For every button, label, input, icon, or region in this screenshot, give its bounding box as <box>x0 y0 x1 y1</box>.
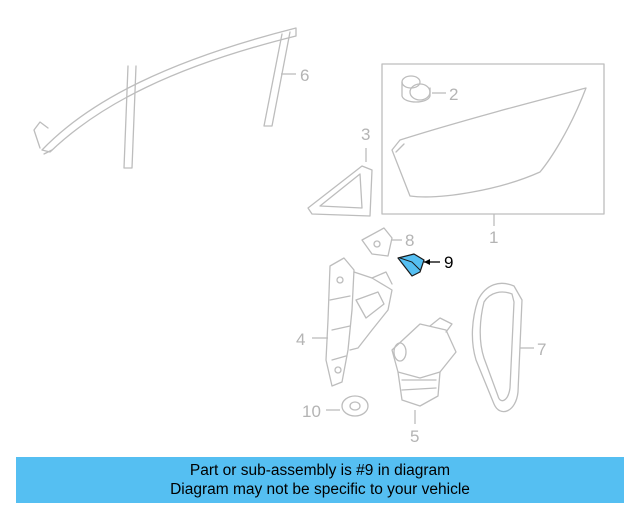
part-3-quarter-glass[interactable] <box>307 165 373 217</box>
callout-2[interactable]: 2 <box>449 85 458 104</box>
callout-7[interactable]: 7 <box>537 340 546 359</box>
info-banner: Part or sub-assembly is #9 in diagram Di… <box>16 457 624 503</box>
part-6-door-frame-molding[interactable] <box>33 27 297 169</box>
callout-6[interactable]: 6 <box>300 66 309 85</box>
part-4-window-regulator[interactable] <box>325 257 393 387</box>
callout-10[interactable]: 10 <box>302 402 321 421</box>
part-10-grommet[interactable] <box>341 395 369 417</box>
banner-line-1: Part or sub-assembly is #9 in diagram <box>189 462 451 479</box>
callout-3[interactable]: 3 <box>361 125 370 144</box>
callout-4[interactable]: 4 <box>296 330 305 349</box>
callout-1[interactable]: 1 <box>489 228 498 247</box>
part-7-seal[interactable] <box>471 282 523 413</box>
part-1-door-glass[interactable] <box>391 87 587 198</box>
part-2-bushing[interactable] <box>401 75 431 103</box>
part-9-clip[interactable] <box>397 253 425 277</box>
part-8-bracket[interactable] <box>361 227 393 257</box>
parts-diagram: 6 1 2 3 8 9 4 <box>33 27 605 446</box>
part-5-window-motor[interactable] <box>391 317 457 407</box>
callout-8[interactable]: 8 <box>405 231 414 250</box>
callout-5[interactable]: 5 <box>410 427 419 446</box>
part-1-box <box>381 63 605 215</box>
banner-line-2: Diagram may not be specific to your vehi… <box>170 481 470 498</box>
callout-9[interactable]: 9 <box>444 253 453 272</box>
